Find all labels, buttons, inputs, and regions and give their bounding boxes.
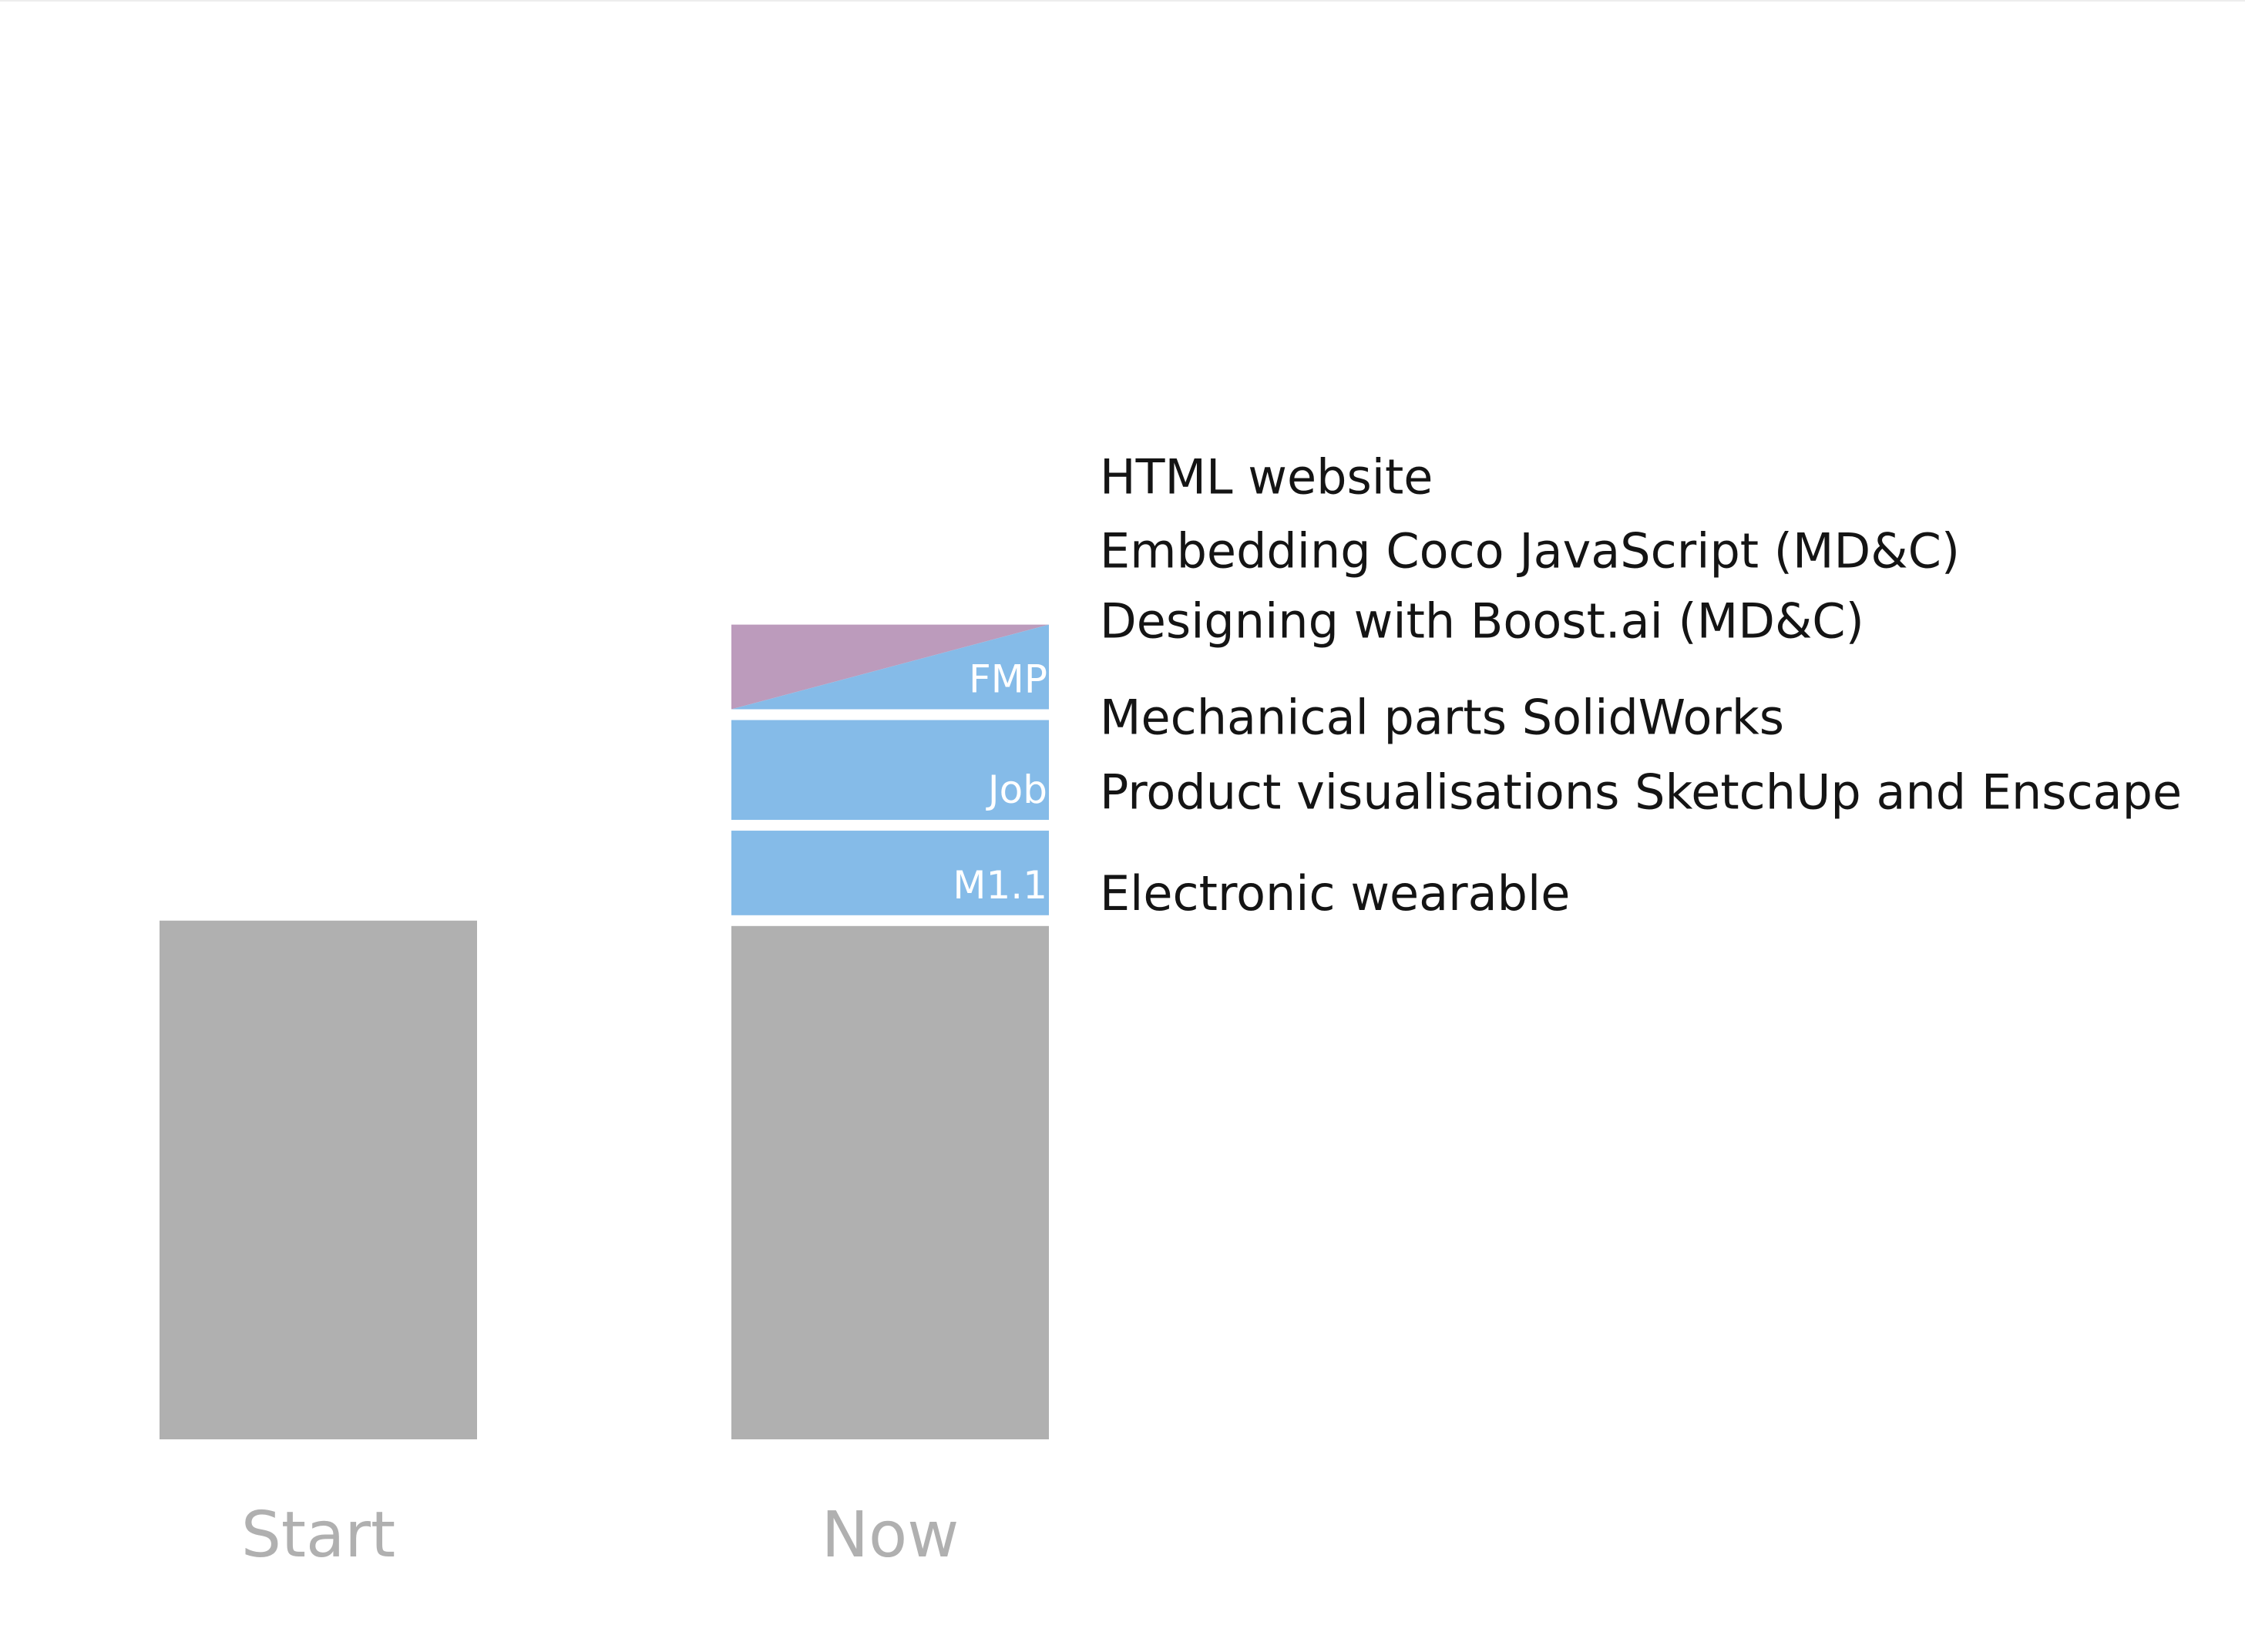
bar-now-segment-3-purple	[731, 624, 1049, 710]
bar-now-segment-3-blue	[731, 624, 1049, 710]
bar-start-segment-0	[160, 920, 477, 1439]
category-label-now: Now	[822, 1499, 960, 1572]
category-label-start: Start	[241, 1499, 395, 1572]
bar-now-segment-2	[731, 720, 1049, 821]
segment-label-m1-1: M1.1	[953, 863, 1047, 908]
annotation-0: HTML website	[1100, 448, 1433, 505]
annotation-3: Mechanical parts SolidWorks	[1100, 689, 1784, 745]
segment-label-job: Job	[986, 767, 1047, 812]
annotation-5: Electronic wearable	[1100, 865, 1570, 922]
segment-labels-layer: M1.1 Job FMP	[953, 657, 1047, 908]
bar-now-segment-0	[731, 925, 1049, 1439]
segment-label-fmp: FMP	[969, 657, 1047, 702]
bar-now-segment-1	[731, 831, 1049, 915]
annotation-4: Product visualisations SketchUp and Ensc…	[1100, 764, 2182, 820]
annotation-1: Embedding Coco JavaScript (MD&C)	[1100, 522, 1960, 579]
category-labels-layer: Start Now	[241, 1499, 959, 1572]
annotation-2: Designing with Boost.ai (MD&C)	[1100, 593, 1864, 650]
bars-layer	[160, 624, 1049, 1439]
